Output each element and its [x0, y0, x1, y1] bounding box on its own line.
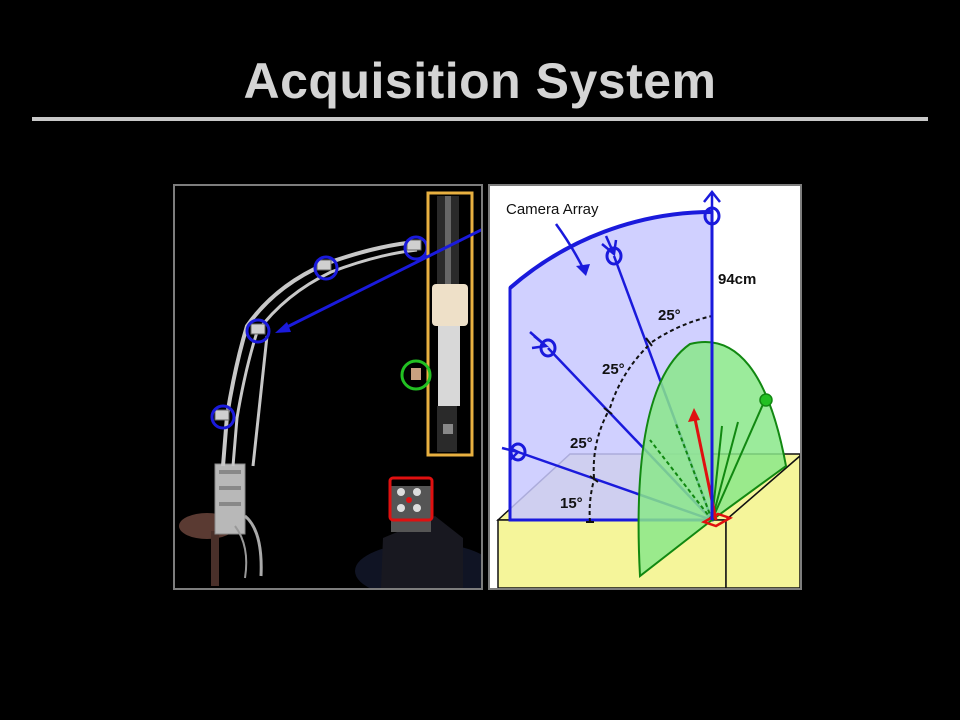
camera-marker-1	[210, 404, 236, 430]
diagram-camera-1	[509, 442, 527, 462]
light-position-marker	[759, 393, 773, 407]
angle-label-25-lower: 25°	[570, 435, 593, 452]
camera-marker-2	[245, 318, 271, 344]
title-divider	[32, 117, 928, 121]
table-side	[725, 455, 800, 588]
mount-bracket	[214, 463, 246, 535]
rig-photo-drawing	[179, 191, 481, 588]
base-post	[211, 531, 219, 586]
slide-title: Acquisition System	[243, 53, 717, 109]
geometry-diagram: Camera Array 94cm 15° 25° 25° 25°	[488, 184, 802, 590]
light-frame	[426, 191, 474, 457]
rig-photo	[173, 184, 483, 590]
camera-arm	[221, 240, 418, 467]
angle-label-25-upper: 25°	[658, 307, 681, 324]
geometry-diagram-drawing: Camera Array 94cm 15° 25° 25° 25°	[496, 189, 800, 588]
angle-label-25-middle: 25°	[602, 361, 625, 378]
camera-marker-3	[313, 255, 339, 281]
light-source-marker	[400, 359, 432, 391]
angle-label-15: 15°	[560, 495, 583, 512]
height-label: 94cm	[718, 271, 756, 288]
camera-array-label: Camera Array	[506, 201, 599, 218]
diagram-camera-3	[605, 246, 623, 266]
light-housing	[432, 284, 468, 326]
diagram-camera-2	[539, 338, 557, 358]
camera-array-pointer	[280, 228, 481, 332]
sample-marker	[388, 476, 434, 522]
